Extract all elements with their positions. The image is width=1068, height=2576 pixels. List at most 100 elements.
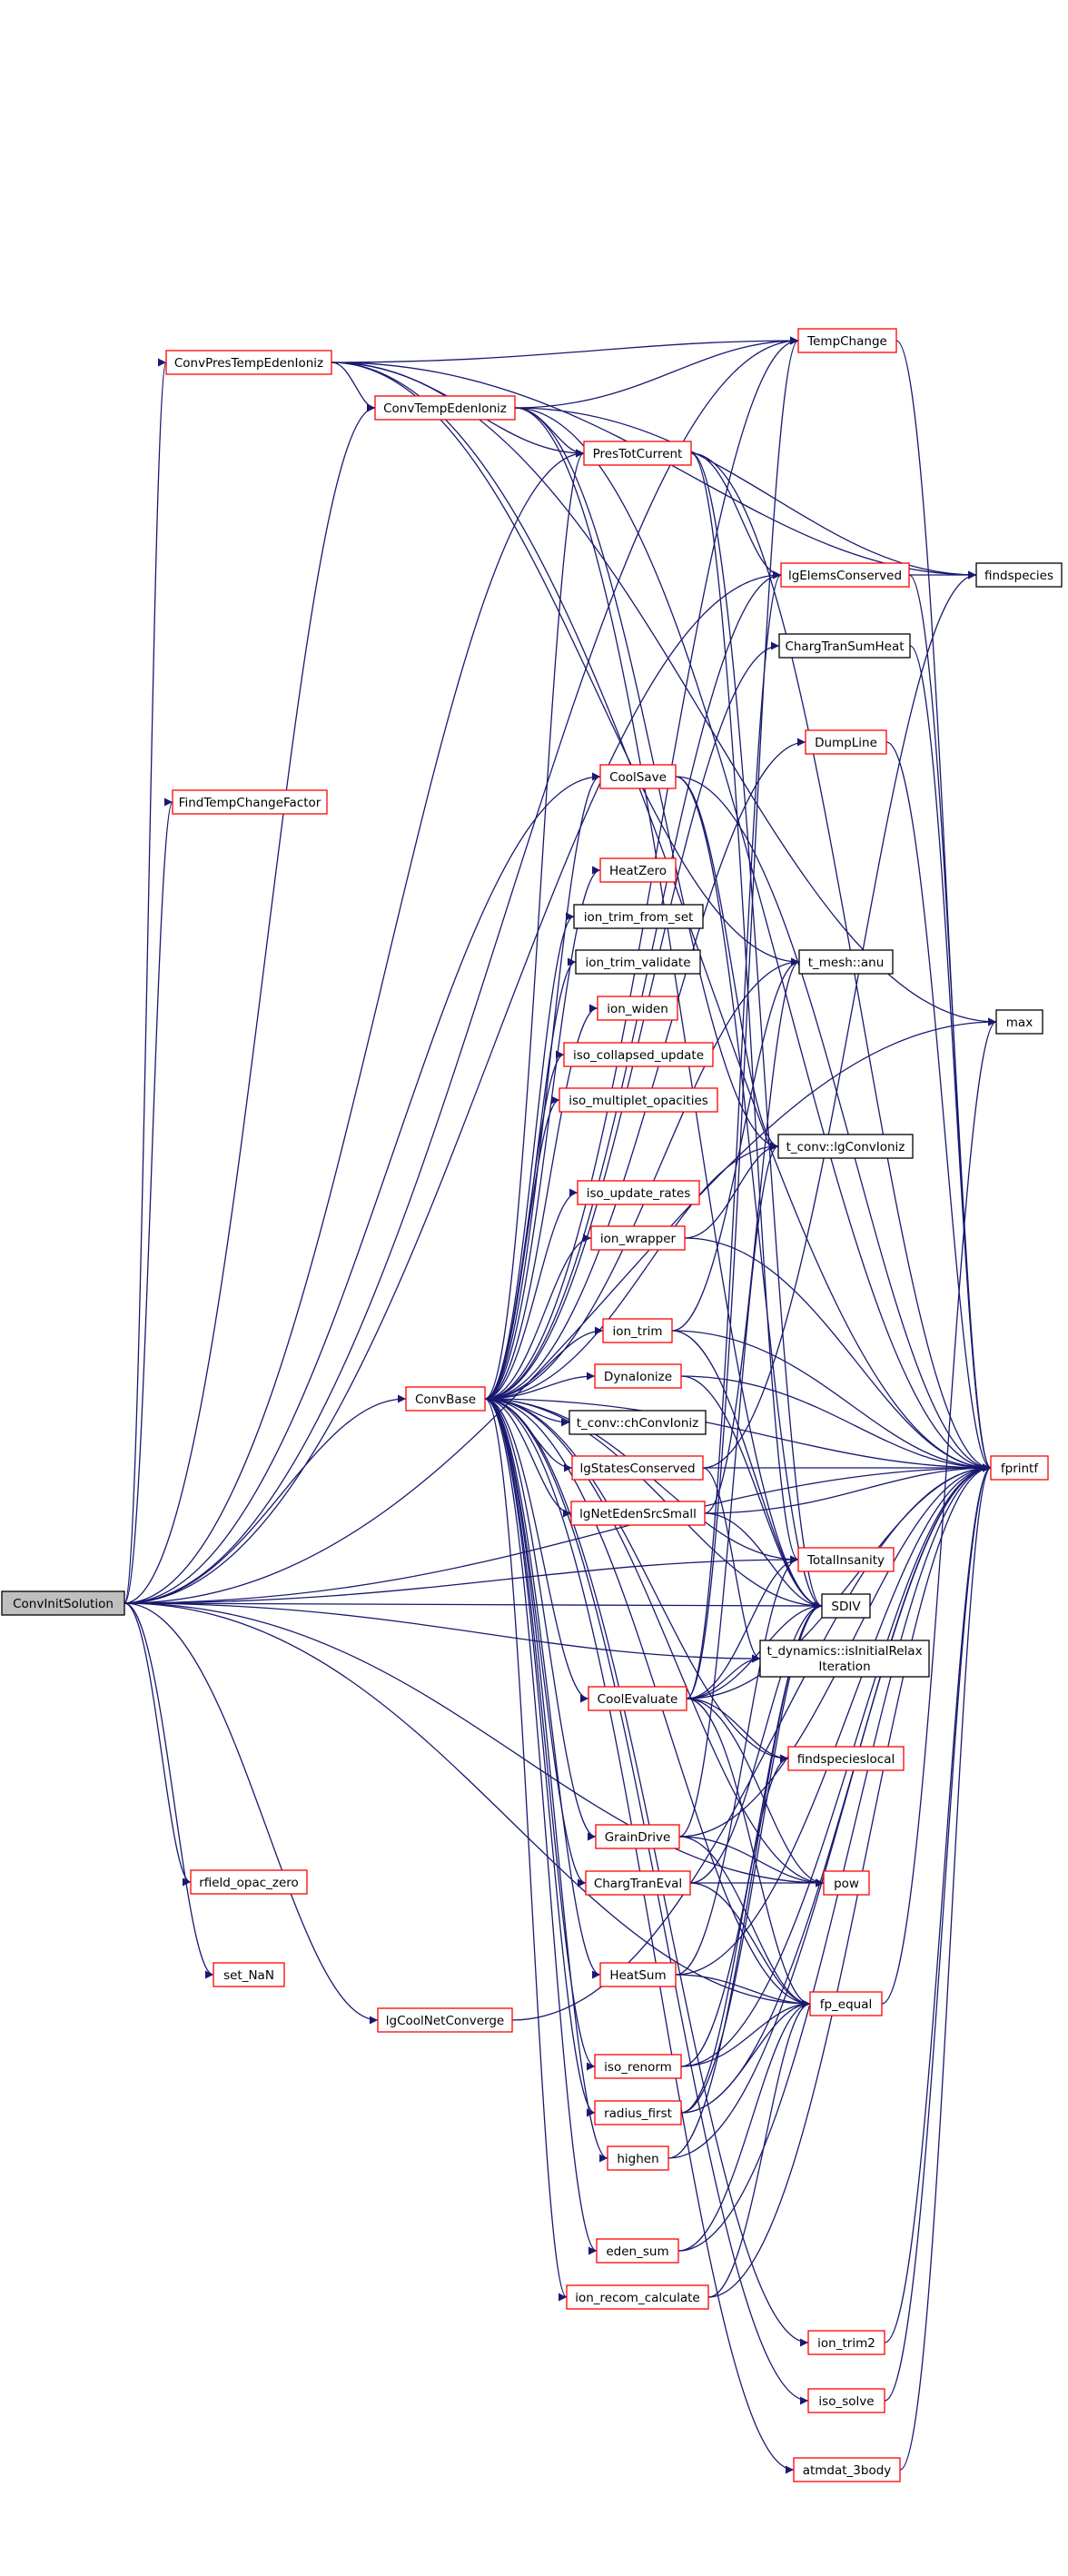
node-t-conv-lgconvioniz[interactable]: t_conv::lgConvIoniz <box>777 1134 914 1159</box>
node-sdiv[interactable]: SDIV <box>821 1593 871 1619</box>
node-box[interactable] <box>172 789 328 815</box>
node-box[interactable] <box>809 1991 883 2016</box>
node-iso-update-rates[interactable]: iso_update_rates <box>577 1180 700 1205</box>
node-box[interactable] <box>594 2100 682 2125</box>
node-box[interactable] <box>588 1686 687 1711</box>
node-lgcoolnetconverge[interactable]: lgCoolNetConverge <box>377 2007 513 2033</box>
node-box[interactable] <box>585 1870 691 1896</box>
node-box[interactable] <box>213 1962 285 1987</box>
node-box[interactable] <box>807 2388 885 2413</box>
node-lgstatesconserved[interactable]: lgStatesConserved <box>571 1455 704 1481</box>
node-box[interactable] <box>190 1869 308 1895</box>
node-box[interactable] <box>777 1134 914 1159</box>
node-box[interactable] <box>807 2330 885 2355</box>
node-box[interactable] <box>595 1824 680 1849</box>
node-box[interactable] <box>594 2054 682 2079</box>
node-box[interactable] <box>787 1746 905 1771</box>
node-findtempchangefactor[interactable]: FindTempChangeFactor <box>172 789 328 815</box>
node-box[interactable] <box>821 1593 871 1619</box>
node-rfield-opac-zero[interactable]: rfield_opac_zero <box>190 1869 308 1895</box>
node-box[interactable] <box>596 2238 679 2264</box>
node-iso-collapsed-update[interactable]: iso_collapsed_update <box>563 1042 714 1067</box>
node-box[interactable] <box>599 857 677 883</box>
node-convtempedenioniz[interactable]: ConvTempEdenIoniz <box>374 395 516 421</box>
node-set-nan[interactable]: set_NaN <box>213 1962 285 1987</box>
node-totalinsanity[interactable]: TotalInsanity <box>797 1547 895 1572</box>
node-box[interactable] <box>563 1042 714 1067</box>
node-convprestempedenioniz[interactable]: ConvPresTempEdenIoniz <box>165 350 332 375</box>
node-box[interactable] <box>599 764 677 789</box>
node-fprintf[interactable]: fprintf <box>990 1455 1049 1481</box>
node-box[interactable] <box>780 562 910 588</box>
node-heatzero[interactable]: HeatZero <box>599 857 677 883</box>
node-atmdat-3body[interactable]: atmdat_3body <box>793 2457 901 2482</box>
node-ion-recom-calculate[interactable]: ion_recom_calculate <box>566 2284 709 2310</box>
node-box[interactable] <box>975 562 1063 588</box>
node-fp-equal[interactable]: fp_equal <box>809 1991 883 2016</box>
node-eden-sum[interactable]: eden_sum <box>596 2238 679 2264</box>
node-max[interactable]: max <box>995 1009 1043 1035</box>
node-dumpline[interactable]: DumpLine <box>805 729 887 755</box>
node-box[interactable] <box>165 350 332 375</box>
node-box[interactable] <box>573 904 704 929</box>
node-heatsum[interactable]: HeatSum <box>599 1962 677 1987</box>
node-box[interactable] <box>571 1455 704 1481</box>
node-coolsave[interactable]: CoolSave <box>599 764 677 789</box>
node-box[interactable] <box>597 996 678 1021</box>
node-findspecieslocal[interactable]: findspecieslocal <box>787 1746 905 1771</box>
node-t-conv-chconvioniz[interactable]: t_conv::chConvIoniz <box>569 1410 707 1435</box>
node-box[interactable] <box>798 949 894 975</box>
node-ion-widen[interactable]: ion_widen <box>597 996 678 1021</box>
node-box[interactable] <box>594 1363 682 1389</box>
node-box[interactable] <box>823 1870 870 1896</box>
node-box[interactable] <box>602 1318 673 1343</box>
node-box[interactable] <box>575 949 701 975</box>
node-dynaionize[interactable]: DynaIonize <box>594 1363 682 1389</box>
node-box[interactable] <box>590 1225 686 1251</box>
node-graindrive[interactable]: GrainDrive <box>595 1824 680 1849</box>
node-lgelemsconserved[interactable]: lgElemsConserved <box>780 562 910 588</box>
node-box[interactable] <box>793 2457 901 2482</box>
node-radius-first[interactable]: radius_first <box>594 2100 682 2125</box>
node-convinitsolution[interactable]: ConvInitSolution <box>1 1590 125 1616</box>
node-box[interactable] <box>377 2007 513 2033</box>
node-ion-trim2[interactable]: ion_trim2 <box>807 2330 885 2355</box>
node-box[interactable] <box>599 1962 677 1987</box>
node-lgnetedensrcsmall[interactable]: lgNetEdenSrcSmall <box>570 1501 706 1526</box>
node-iso-renorm[interactable]: iso_renorm <box>594 2054 682 2079</box>
node-box[interactable] <box>566 2284 709 2310</box>
node-box[interactable] <box>1 1590 125 1616</box>
node-box[interactable] <box>559 1087 718 1113</box>
node-findspecies[interactable]: findspecies <box>975 562 1063 588</box>
node-box[interactable] <box>607 2145 669 2171</box>
node-chargtraneval[interactable]: ChargTranEval <box>585 1870 691 1896</box>
node-box[interactable] <box>797 1547 895 1572</box>
node-box[interactable] <box>583 441 692 466</box>
node-box[interactable] <box>805 729 887 755</box>
node-ion-trim-validate[interactable]: ion_trim_validate <box>575 949 701 975</box>
node-ion-trim[interactable]: ion_trim <box>602 1318 673 1343</box>
node-box[interactable] <box>759 1640 930 1678</box>
node-pow[interactable]: pow <box>823 1870 870 1896</box>
node-box[interactable] <box>990 1455 1049 1481</box>
node-chargtransumheat[interactable]: ChargTranSumHeat <box>778 633 911 659</box>
node-highen[interactable]: highen <box>607 2145 669 2171</box>
node-coolevaluate[interactable]: CoolEvaluate <box>588 1686 687 1711</box>
node-box[interactable] <box>577 1180 700 1205</box>
node-ion-trim-from-set[interactable]: ion_trim_from_set <box>573 904 704 929</box>
node-box[interactable] <box>778 633 911 659</box>
node-box[interactable] <box>995 1009 1043 1035</box>
node-ion-wrapper[interactable]: ion_wrapper <box>590 1225 686 1251</box>
node-box[interactable] <box>797 328 897 353</box>
node-prestotcurrent[interactable]: PresTotCurrent <box>583 441 692 466</box>
node-t-mesh-anu[interactable]: t_mesh::anu <box>798 949 894 975</box>
node-box[interactable] <box>570 1501 706 1526</box>
node-iso-solve[interactable]: iso_solve <box>807 2388 885 2413</box>
node-convbase[interactable]: ConvBase <box>405 1386 486 1412</box>
node-tempchange[interactable]: TempChange <box>797 328 897 353</box>
node-iso-multiplet-opacities[interactable]: iso_multiplet_opacities <box>559 1087 718 1113</box>
node-box[interactable] <box>569 1410 707 1435</box>
node-box[interactable] <box>374 395 516 421</box>
node-box[interactable] <box>405 1386 486 1412</box>
